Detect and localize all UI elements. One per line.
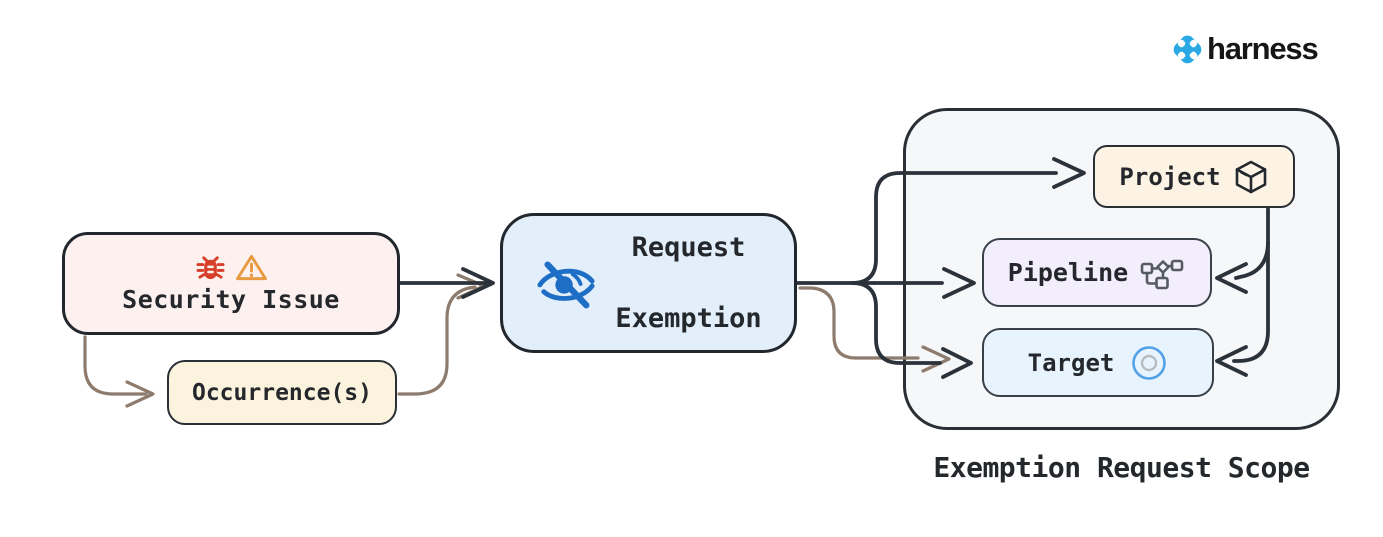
node-target: Target: [982, 328, 1214, 397]
edge-security-to-occurrences: [83, 335, 148, 396]
harness-mark-icon: [1173, 35, 1202, 63]
target-circle-icon: [1132, 345, 1167, 380]
edge-security-to-request-arrowhead: [461, 267, 495, 299]
bug-icon: [195, 256, 225, 280]
pipeline-graph-icon: [1140, 259, 1184, 289]
node-project: Project: [1093, 145, 1295, 208]
security-issue-label: Security Issue: [122, 285, 340, 314]
node-occurrences: Occurrence(s): [167, 360, 397, 425]
edge-security-to-occurrences-arrowhead: [125, 380, 155, 408]
edge-occurrences-to-target: [798, 286, 920, 360]
target-label: Target: [1027, 348, 1115, 377]
harness-wordmark: harness: [1207, 31, 1319, 66]
occurrences-label: Occurrence(s): [191, 379, 372, 406]
edge-occurrences-to-request: [397, 285, 477, 396]
harness-logo: harness: [1171, 31, 1319, 67]
pipeline-label: Pipeline: [1007, 258, 1129, 287]
warning-icon: [235, 254, 267, 281]
node-pipeline: Pipeline: [982, 238, 1212, 307]
node-security-issue: Security Issue: [62, 232, 400, 335]
package-icon: [1235, 160, 1266, 193]
eye-off-icon: [537, 261, 595, 309]
exemption-scope-label: Exemption Request Scope: [933, 451, 1310, 484]
edge-occurrences-to-request-arrowhead: [456, 273, 486, 300]
request-exemption-label: Request Exemption: [615, 232, 762, 334]
security-issue-icons: [195, 253, 268, 282]
project-label: Project: [1119, 162, 1221, 191]
node-request-exemption: Request Exemption: [500, 213, 797, 353]
